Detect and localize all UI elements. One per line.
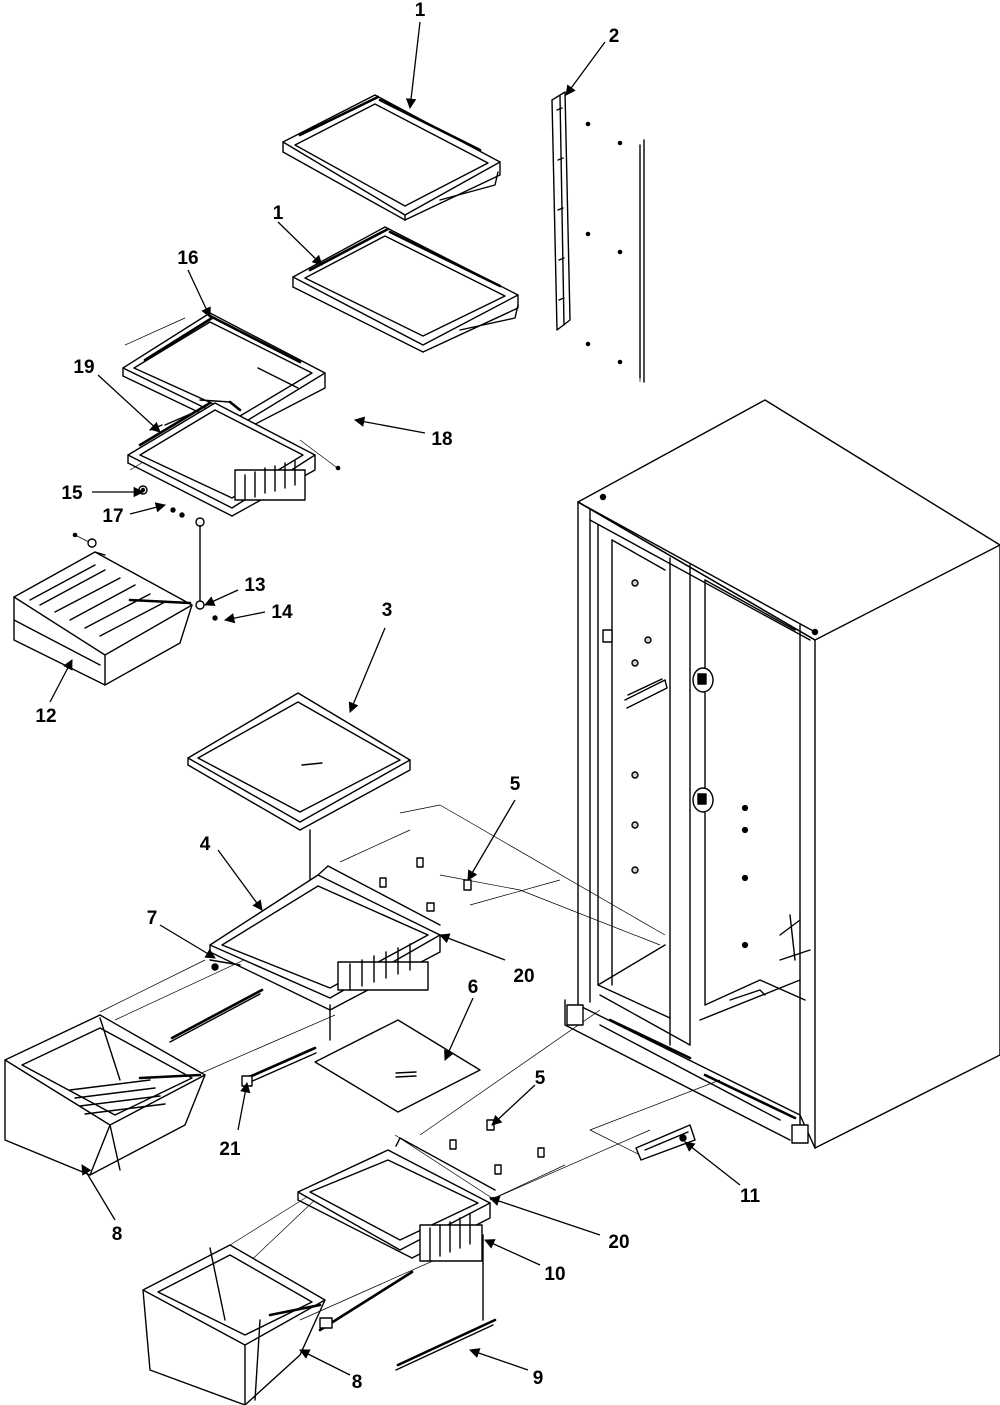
leader-lines [49,21,741,1376]
callout-5: 5 [535,1068,546,1089]
callout-12: 12 [35,706,56,727]
callout-5: 5 [510,774,521,795]
fresh-shelf-bracket [127,399,316,517]
slide-rail-center [241,1004,331,1087]
callout-11: 11 [740,1186,761,1207]
callout-17: 17 [102,506,123,527]
callout-16: 16 [177,248,198,269]
lower-crisper-cover [297,1137,496,1321]
crisper-drawer-upper [4,1014,206,1176]
freezer-shelf-lower [292,226,519,353]
crisper-drawer-lower [142,1244,326,1405]
callout-8: 8 [112,1224,123,1245]
callout-4: 4 [200,834,211,855]
callout-15: 15 [61,483,83,504]
callout-8: 8 [352,1372,363,1393]
fresh-shelf-top [122,312,326,433]
callout-labels: 1 1 2 3 4 5 5 6 7 8 8 9 10 11 12 13 14 1… [35,0,760,1393]
slide-rail-lower [318,1270,497,1371]
freezer-shelf-upper [282,94,501,221]
callout-10: 10 [544,1264,565,1285]
crisper-cover-frame [209,865,441,1011]
callout-1: 1 [273,203,284,224]
callout-3: 3 [382,600,393,621]
glass-panel [314,1019,481,1113]
callout-1: 1 [415,0,426,21]
callout-6: 6 [468,977,479,998]
callout-20: 20 [608,1232,629,1253]
shelf-fasteners [379,857,545,1175]
callout-21: 21 [219,1139,241,1160]
callout-9: 9 [533,1368,544,1389]
callout-14: 14 [271,602,293,623]
glass-shelf [187,692,411,946]
base-clip [635,1124,696,1161]
slide-rail-left [169,959,264,1043]
refrigerator-cabinet [564,399,1000,1149]
shelf-ladder-rail [551,91,645,383]
callout-13: 13 [244,575,265,596]
callout-2: 2 [609,26,620,47]
callout-18: 18 [431,429,452,450]
callout-20: 20 [513,966,534,987]
deli-drawer [13,532,193,686]
callout-7: 7 [147,908,158,929]
callout-19: 19 [73,357,94,378]
